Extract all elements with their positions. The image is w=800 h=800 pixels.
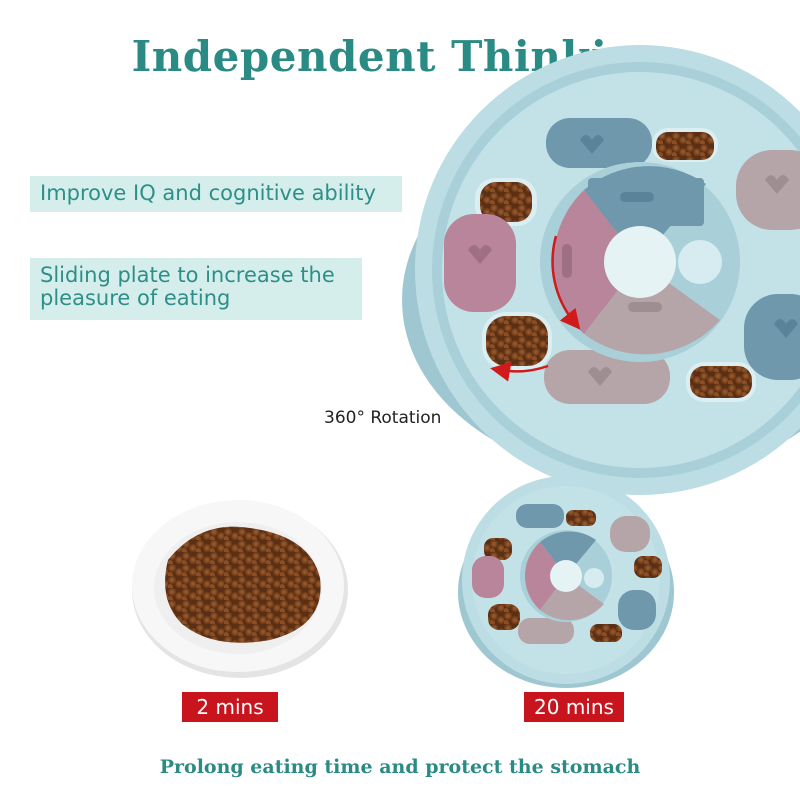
paw-icon	[580, 135, 604, 154]
large-puzzle-feeder	[402, 45, 800, 495]
plate-with-kibble	[132, 500, 348, 678]
rotation-arrow	[551, 235, 581, 330]
kibble-pile	[590, 624, 622, 642]
kibble-pile	[484, 538, 512, 560]
kibble-pile	[566, 510, 596, 526]
feature-iq-label: Improve IQ and cognitive ability	[30, 176, 402, 212]
lid-taupe	[736, 150, 800, 230]
treat-slot	[678, 240, 722, 284]
footer-tagline: Prolong eating time and protect the stom…	[159, 756, 641, 778]
kibble-pile	[656, 132, 714, 160]
paw-icon	[774, 319, 798, 338]
lid-slate	[744, 294, 800, 380]
sector-taupe	[540, 576, 604, 621]
kibble-pile	[486, 316, 548, 366]
paw-icon	[765, 175, 789, 194]
plate-time-badge: 2 mins	[182, 692, 278, 722]
bone-icon	[628, 302, 662, 312]
small-puzzle-feeder	[458, 476, 674, 688]
kibble-pile	[165, 526, 321, 643]
sector-mauve	[524, 542, 566, 610]
puzzle-time-badge: 20 mins	[524, 692, 624, 722]
treat-slot	[584, 568, 604, 588]
center-hub	[550, 560, 582, 592]
kibble-pile	[480, 182, 532, 222]
kibble-pile	[488, 604, 520, 630]
paw-icon	[468, 245, 492, 264]
lid-taupe	[518, 618, 574, 644]
paw-icon	[588, 367, 612, 386]
kibble-pile	[690, 366, 752, 398]
bone-icon	[620, 192, 654, 202]
rotation-arrow	[490, 361, 549, 382]
kibble-pile	[634, 556, 662, 578]
sector-mauve	[553, 190, 640, 334]
sector-slate	[540, 531, 596, 576]
lid-mauve	[472, 556, 504, 598]
bone-icon	[562, 244, 572, 278]
lid-slate	[618, 590, 656, 630]
feature-sliding-plate-label: Sliding plate to increase the pleasure o…	[30, 258, 362, 320]
lid-taupe	[610, 516, 650, 552]
lid-slate	[516, 504, 564, 528]
rotation-label: 360° Rotation	[324, 408, 442, 428]
center-hub	[604, 226, 676, 298]
